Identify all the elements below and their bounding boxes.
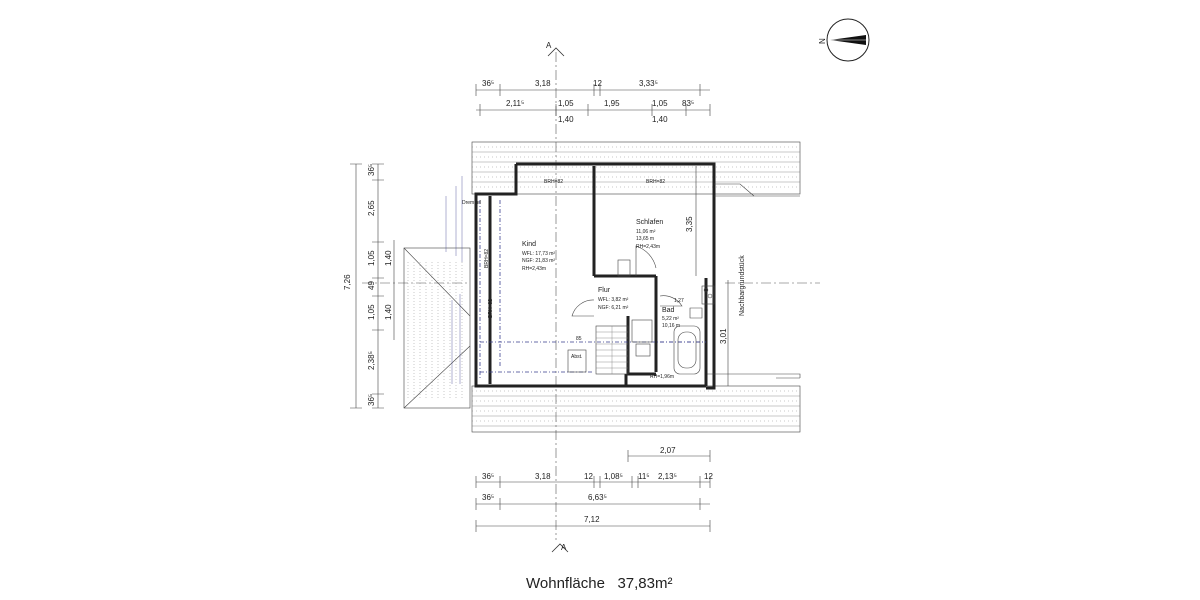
dim-left-4: 1,05 — [367, 304, 376, 320]
dim-bottom-207: 2,07 — [660, 446, 676, 455]
room-bad: Bad 5,22 m² 10,16 m RH=1,96m — [650, 307, 680, 380]
brh-kind-top: BRH=82 — [544, 179, 563, 185]
dim-top-1-0: 36⁵ — [482, 79, 494, 88]
brh-schlafen-top: BRH=82 — [646, 179, 665, 185]
stair — [567, 325, 629, 375]
north-arrow-icon: N — [818, 18, 870, 62]
room-schlafen-ngf: 13,65 m — [636, 236, 654, 242]
bad-dim-label: 1,27 — [674, 298, 684, 304]
interior-walls — [488, 166, 708, 386]
dim-bottom-1-6: 12 — [704, 472, 713, 481]
dim-bottom-2-0: 36⁵ — [482, 493, 494, 502]
dim-left-0: 36⁵ — [367, 164, 376, 176]
room-bad-name: Bad — [662, 307, 675, 314]
dim-top-1-3: 3,33⁵ — [639, 79, 658, 88]
drempel-label: Drempel — [462, 200, 481, 206]
dim-left-2: 1,05 — [367, 250, 376, 266]
dim-bottom-1-4: 11⁵ — [638, 472, 650, 481]
room-kind-rh: RH=2,43m — [522, 266, 546, 272]
dim-left-1: 2,65 — [367, 200, 376, 216]
dim-left-total: 7,26 — [343, 274, 352, 290]
neighbor-label: Nachbargrundstück — [739, 255, 746, 316]
dim-left-5: 2,38⁵ — [367, 351, 376, 370]
room-kind-name: Kind — [522, 241, 536, 248]
room-kind: Kind WFL: 17,73 m² NGF: 21,83 m² RH=2,43… — [522, 241, 555, 272]
dim-left-6: 36⁵ — [367, 394, 376, 406]
dim-top-1-2: 12 — [593, 79, 602, 88]
room-bad-rh: RH=1,96m — [650, 374, 674, 380]
dim-bottom-3: 7,12 — [584, 515, 600, 524]
dim-right-upper: 3,35 — [685, 216, 694, 232]
dim-right-lower: 3,01 — [719, 328, 728, 344]
brh-left-2: BRH=82 — [488, 299, 494, 318]
room-flur: Flur WFL: 3,82 m² NGF: 6,21 m² — [598, 287, 629, 311]
bath-fixtures — [617, 259, 715, 375]
room-kind-wfl: WFL: 17,73 m² — [522, 251, 555, 257]
dimension-left: 7,26 36⁵ 2,65 1,05 49 1,05 2,38⁵ 36⁵ 1,4… — [343, 163, 395, 409]
dim-top-2a-1: 1,05 — [558, 99, 574, 108]
section-line: A A — [546, 41, 569, 553]
room-bad-wfl: 5,22 m² — [662, 316, 679, 322]
dim-left-inner-1: 1,40 — [384, 304, 393, 320]
dim-left-3: 49 — [367, 281, 376, 290]
dim-bottom-1-2: 12 — [584, 472, 593, 481]
roof-left — [403, 247, 471, 409]
dimension-bottom: 2,07 36⁵ 3,18 12 1,08⁵ 11⁵ 2,13⁵ 12 36⁵ … — [475, 446, 713, 532]
abst-label: Abst. — [571, 354, 582, 360]
section-label-bottom: A — [561, 543, 567, 552]
dimension-right: 3,35 3,01 — [685, 166, 729, 386]
room-bad-ngf: 10,16 m — [662, 323, 680, 329]
dim-bottom-1-3: 1,08⁵ — [604, 472, 623, 481]
room-schlafen-name: Schlafen — [636, 219, 663, 226]
living-area-title: Wohnfläche 37,83m² — [526, 575, 672, 592]
doors — [571, 245, 683, 317]
roof-top — [471, 141, 801, 195]
roof-bottom — [471, 385, 801, 433]
dim-top-2b-0: 1,40 — [558, 115, 574, 124]
north-label: N — [818, 38, 827, 44]
section-label-top: A — [546, 41, 552, 50]
room-schlafen: Schlafen 11,06 m² 13,65 m RH=2,43m — [636, 219, 663, 250]
exterior-walls — [474, 162, 801, 390]
dim-top-2b-1: 1,40 — [652, 115, 668, 124]
room-kind-ngf: NGF: 21,83 m² — [522, 258, 555, 264]
room-schlafen-wfl: 11,06 m² — [636, 229, 656, 235]
stair-width-label: 85 — [576, 336, 582, 342]
room-schlafen-rh: RH=2,43m — [636, 244, 660, 250]
dim-bottom-1-5: 2,13⁵ — [658, 472, 677, 481]
dimension-top: 36⁵ 3,18 12 3,33⁵ 2,11⁵ 1,05 1,95 1,05 8… — [475, 79, 711, 124]
room-flur-ngf: NGF: 6,21 m² — [598, 305, 629, 311]
room-flur-name: Flur — [598, 287, 611, 294]
brh-left-1: BRH=82 — [484, 249, 490, 268]
dim-left-inner-0: 1,40 — [384, 250, 393, 266]
dim-top-2a-2: 1,95 — [604, 99, 620, 108]
dim-top-2a-4: 83⁵ — [682, 99, 694, 108]
dim-top-2a-3: 1,05 — [652, 99, 668, 108]
dim-top-1-1: 3,18 — [535, 79, 551, 88]
dim-bottom-2-1: 6,63⁵ — [588, 493, 607, 502]
slope-lines — [445, 176, 706, 384]
dim-bottom-1-0: 36⁵ — [482, 472, 494, 481]
dim-top-2a-0: 2,11⁵ — [506, 99, 524, 108]
room-flur-wfl: WFL: 3,82 m² — [598, 297, 629, 303]
dim-bottom-1-1: 3,18 — [535, 472, 551, 481]
